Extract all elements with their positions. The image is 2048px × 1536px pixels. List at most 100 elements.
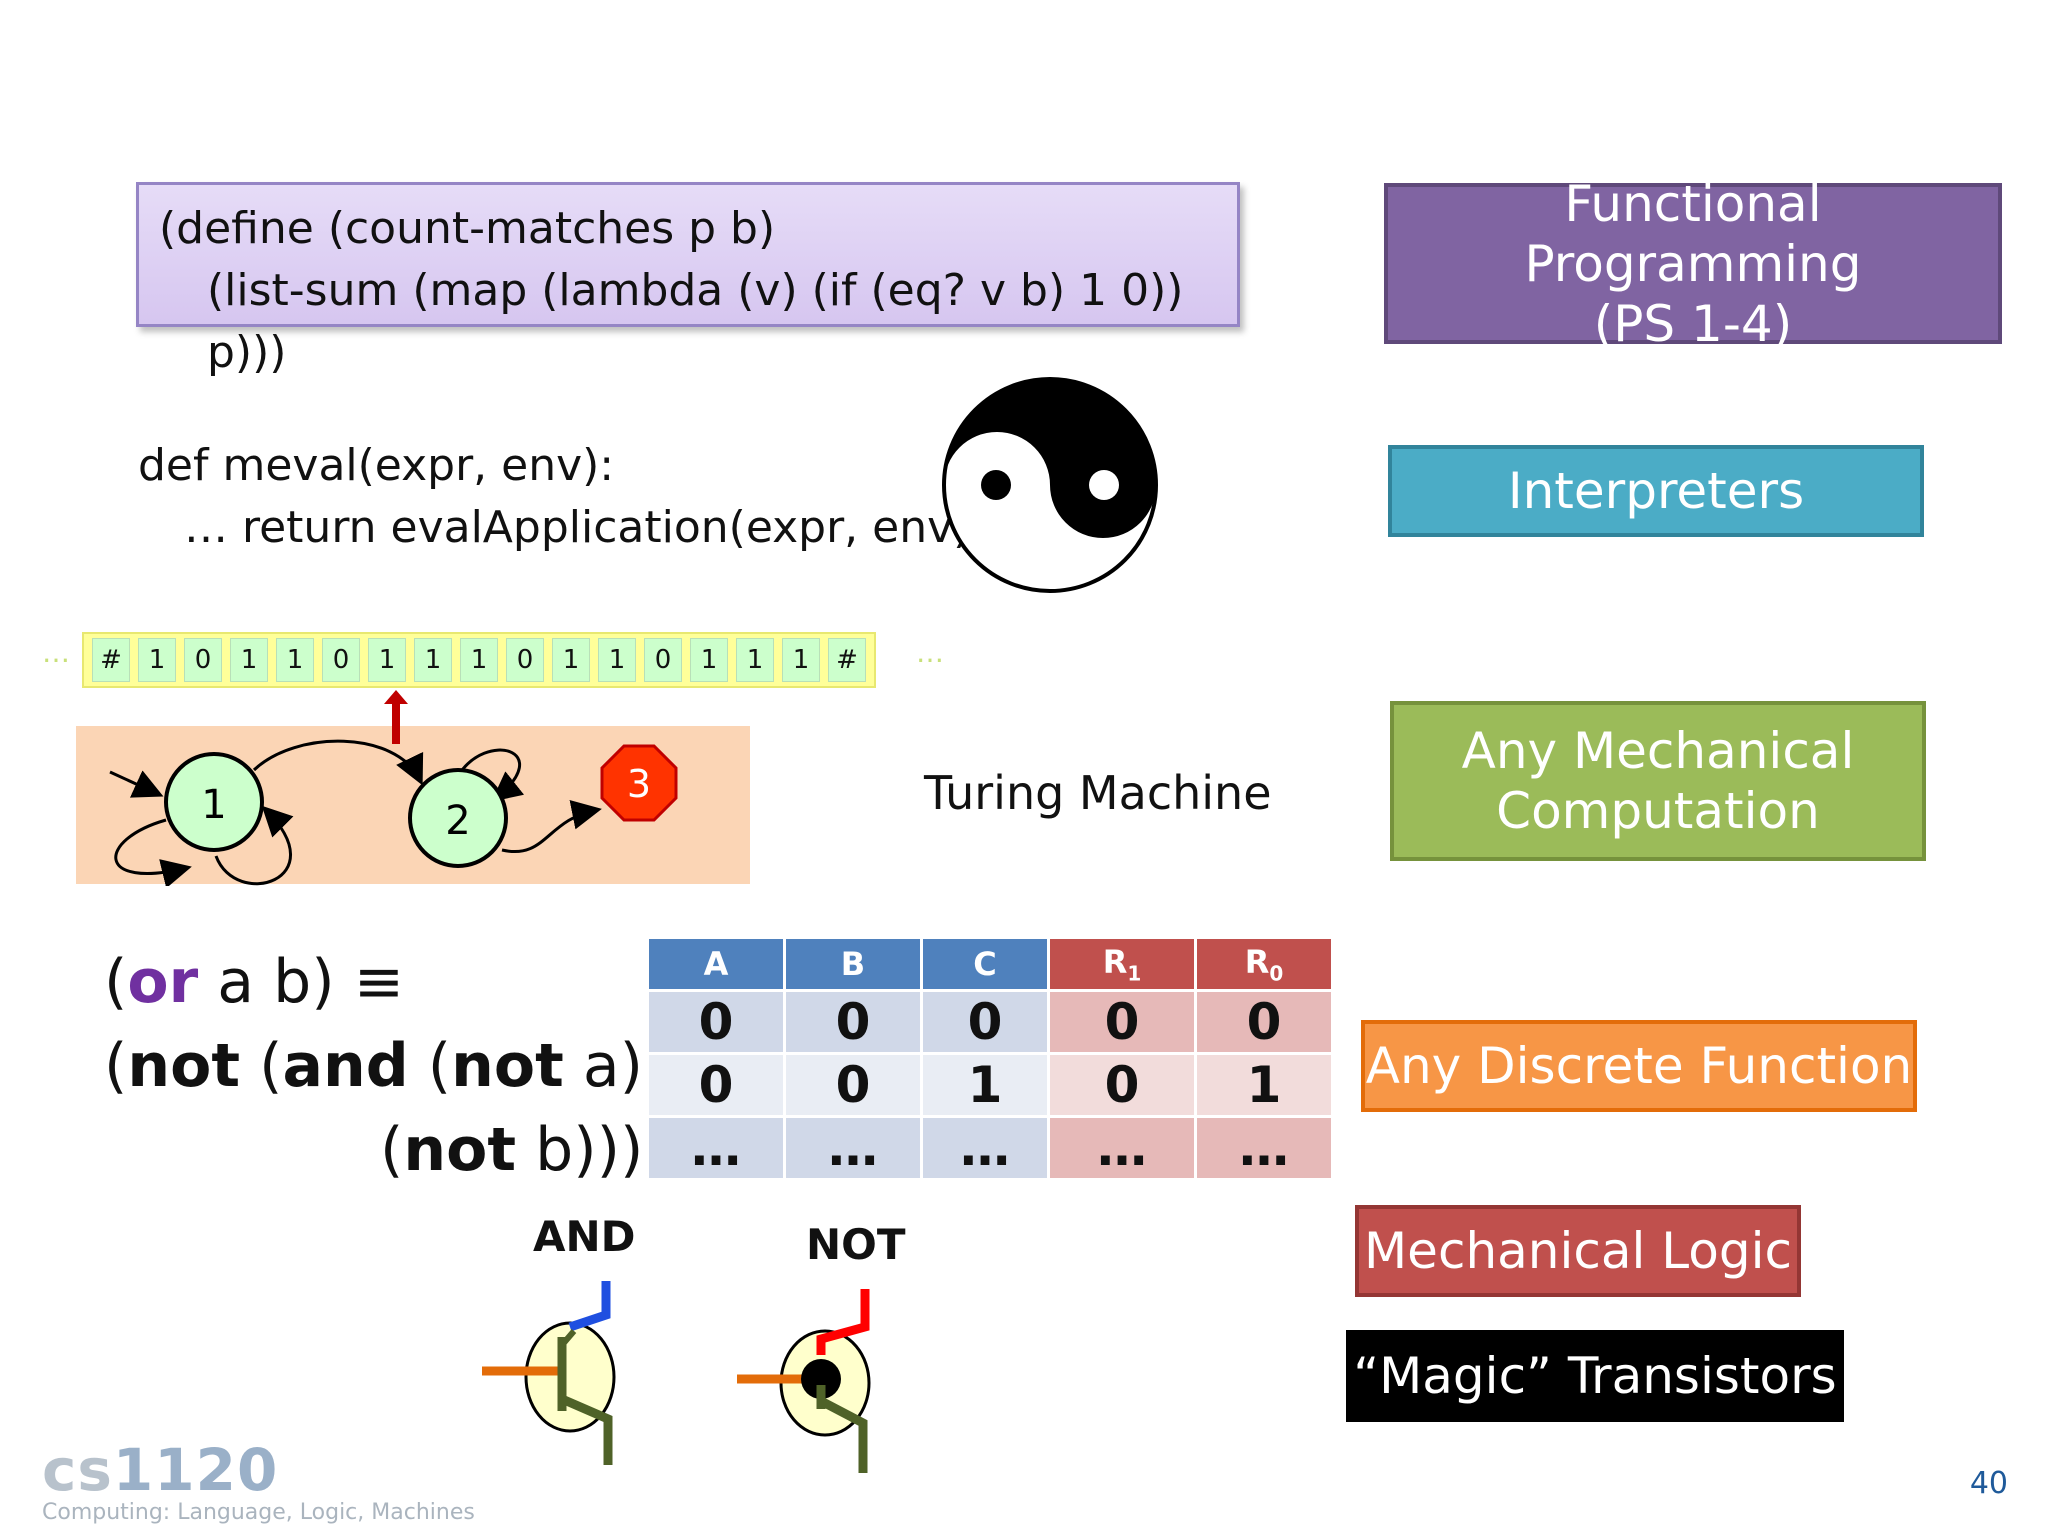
- logo-subtitle: Computing: Language, Logic, Machines: [42, 1500, 475, 1525]
- formula-text: a): [563, 1031, 644, 1101]
- table-cell: 0: [649, 1055, 783, 1115]
- truth-table: A B C R1 R0 0 0 0 0 0 0 0 1 0 1 … … … … …: [646, 936, 1334, 1181]
- fp-subtitle: (PS 1-4): [1593, 294, 1793, 353]
- tape-cell: 1: [414, 638, 452, 682]
- or-formula: (or a b) ≡ (not (and (not a) (not b))): [104, 940, 643, 1192]
- not-keyword: not: [127, 1031, 241, 1101]
- tape-cell: #: [92, 638, 130, 682]
- magic-transistors-label: “Magic” Transistors: [1346, 1330, 1844, 1422]
- tape-cell: #: [828, 638, 866, 682]
- table-cell: 1: [923, 1055, 1047, 1115]
- tape-cell: 1: [782, 638, 820, 682]
- column-header-r0: R0: [1197, 939, 1331, 989]
- column-header-b: B: [786, 939, 920, 989]
- table-cell: …: [1197, 1118, 1331, 1178]
- state-machine-diagram: 1 2 3: [76, 690, 750, 886]
- formula-line-3: (not b))): [104, 1108, 643, 1192]
- table-cell: …: [649, 1118, 783, 1178]
- python-code-line-2: … return evalApplication(expr, env): [184, 502, 971, 553]
- tape-cell: 1: [460, 638, 498, 682]
- tape-cell: 1: [690, 638, 728, 682]
- table-row: 0 0 1 0 1: [649, 1055, 1331, 1115]
- tape-cell: 0: [184, 638, 222, 682]
- column-header-c: C: [923, 939, 1047, 989]
- table-cell: …: [923, 1118, 1047, 1178]
- tape-cell: 1: [138, 638, 176, 682]
- not-keyword: not: [451, 1031, 564, 1101]
- fp-title: Functional Programming: [1524, 174, 1862, 293]
- state-1-label: 1: [201, 782, 226, 828]
- header-text: R: [1244, 942, 1270, 981]
- formula-text: b))): [516, 1115, 644, 1185]
- formula-line-1: (or a b) ≡: [104, 940, 643, 1024]
- table-cell: 0: [923, 992, 1047, 1052]
- truth-table-header: A B C R1 R0: [649, 939, 1331, 989]
- state-3-label: 3: [627, 762, 651, 806]
- header-subscript: 1: [1127, 961, 1142, 986]
- formula-text: (: [380, 1115, 404, 1185]
- tape-right-ellipsis: …: [916, 636, 945, 669]
- and-keyword: and: [282, 1031, 409, 1101]
- table-cell: 0: [786, 992, 920, 1052]
- formula-line-2: (not (and (not a): [104, 1024, 643, 1108]
- table-cell: 1: [1197, 1055, 1331, 1115]
- formula-text: (: [104, 1031, 128, 1101]
- scheme-code-box: (define (count-matches p b) (list-sum (m…: [136, 182, 1240, 378]
- tape-cell: 1: [598, 638, 636, 682]
- table-cell: …: [786, 1118, 920, 1178]
- state-2-node: [408, 768, 508, 868]
- not-keyword: not: [403, 1115, 517, 1185]
- logo-cs-text: cs: [42, 1436, 113, 1504]
- table-cell: …: [1050, 1118, 1194, 1178]
- column-header-r1: R1: [1050, 939, 1194, 989]
- functional-programming-label: Functional Programming(PS 1-4): [1384, 175, 2002, 353]
- python-code-line-1: def meval(expr, env):: [138, 440, 615, 491]
- table-cell: 0: [1050, 1055, 1194, 1115]
- state-1-node: [164, 752, 264, 852]
- interpreters-label: Interpreters: [1388, 445, 1924, 537]
- mech-line-1: Any Mechanical: [1461, 722, 1855, 780]
- column-header-a: A: [649, 939, 783, 989]
- tape-cell: 1: [230, 638, 268, 682]
- scheme-code-line-1: (define (count-matches p b): [159, 203, 776, 254]
- formula-text: a b) ≡: [198, 947, 404, 1017]
- python-code: def meval(expr, env): … return evalAppli…: [138, 435, 970, 559]
- logo-number: 1120: [112, 1436, 279, 1504]
- table-row: … … … … …: [649, 1118, 1331, 1178]
- tape-cell: 0: [322, 638, 360, 682]
- not-transistor-icon: [737, 1289, 871, 1473]
- table-cell: 0: [649, 992, 783, 1052]
- state-2-label: 2: [445, 798, 470, 844]
- tape-cell: 0: [644, 638, 682, 682]
- yin-yang-icon: [942, 377, 1158, 593]
- tape-cell: 1: [736, 638, 774, 682]
- scheme-code-line-2: (list-sum (map (lambda (v) (if (eq? v b)…: [207, 265, 1184, 378]
- not-gate-label: NOT: [806, 1220, 906, 1269]
- table-cell: 0: [786, 1055, 920, 1115]
- or-keyword: or: [127, 947, 199, 1017]
- formula-text: (: [104, 947, 128, 1017]
- turing-machine-label: Turing Machine: [924, 766, 1272, 820]
- header-text: R: [1102, 942, 1128, 981]
- formula-text: (: [408, 1031, 452, 1101]
- and-gate-label: AND: [533, 1212, 636, 1261]
- tape-cell: 1: [276, 638, 314, 682]
- course-logo: cs1120 Computing: Language, Logic, Machi…: [42, 1440, 475, 1525]
- and-transistor-icon: [482, 1281, 616, 1465]
- turing-tape: # 1 0 1 1 0 1 1 1 0 1 1 0 1 1 1 #: [82, 632, 876, 688]
- table-cell: 0: [1050, 992, 1194, 1052]
- tape-head-arrow: [384, 690, 408, 744]
- mech-line-2: Computation: [1496, 782, 1820, 840]
- mechanical-logic-label: Mechanical Logic: [1355, 1205, 1801, 1297]
- discrete-function-label: Any Discrete Function: [1361, 1020, 1917, 1112]
- tape-cell: 0: [506, 638, 544, 682]
- formula-text: (: [240, 1031, 283, 1101]
- tape-cell: 1: [368, 638, 406, 682]
- table-row: 0 0 0 0 0: [649, 992, 1331, 1052]
- page-number: 40: [1969, 1466, 2008, 1501]
- table-cell: 0: [1197, 992, 1331, 1052]
- logo-title: cs1120: [42, 1440, 475, 1500]
- tape-left-ellipsis: …: [42, 636, 71, 669]
- state-3-stop-node: [600, 744, 678, 822]
